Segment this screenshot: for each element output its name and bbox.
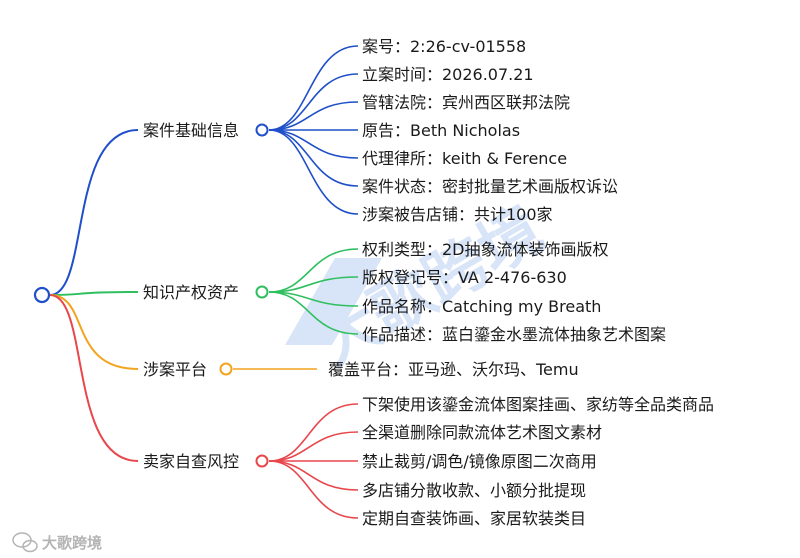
leaf-text: 权利类型：2D抽象流体装饰画版权 (362, 240, 609, 259)
leaf-connector (268, 73, 359, 131)
root-connector (49, 294, 139, 462)
leaf-text: 案件状态：密封批量艺术画版权诉讼 (362, 177, 618, 196)
branch-label: 案件基础信息 (143, 121, 239, 140)
root-connector (49, 294, 139, 370)
branch-node[interactable] (255, 285, 269, 299)
leaf-text: 全渠道删除同款流体艺术图文素材 (362, 423, 602, 442)
leaf-text: 管辖法院：宾州西区联邦法院 (362, 93, 570, 112)
leaf-text: 代理律所：keith & Ference (362, 149, 567, 168)
leaf-connector (268, 276, 359, 293)
leaf-text: 作品名称：Catching my Breath (362, 297, 601, 316)
leaf-connector (268, 431, 359, 462)
leaf-connector (268, 129, 359, 215)
leaf-connector (268, 45, 359, 131)
leaf-text: 多店铺分散收款、小额分批提现 (362, 481, 586, 500)
root-node[interactable] (33, 286, 51, 304)
leaf-text: 定期自查装饰画、家居软装类目 (362, 509, 586, 528)
branch-label: 涉案平台 (143, 360, 207, 379)
branch-group: 涉案平台 覆盖平台：亚马逊、沃尔玛、Temu (49, 294, 579, 379)
leaf-connector (268, 403, 359, 462)
root-connector (49, 129, 139, 296)
leaf-text: 案号：2:26-cv-01558 (362, 37, 526, 56)
leaf-connector (268, 101, 359, 131)
corner-logo-text: 大歌跨境 (42, 534, 102, 552)
leaf-text: 原告：Beth Nicholas (362, 121, 520, 140)
branch-node[interactable] (219, 362, 233, 376)
leaf-text: 版权登记号：VA 2-476-630 (362, 268, 567, 287)
branch-node[interactable] (255, 123, 269, 137)
branch-label: 卖家自查风控 (143, 452, 239, 471)
branch-group: 案件基础信息 案号：2:26-cv-01558 立案时间：2026.07.21 管辖法… (49, 37, 618, 296)
branch-group: 卖家自查风控 下架使用该鎏金流体图案挂画、家纺等全品类商品全渠道删除同款流体艺术图… (49, 294, 714, 528)
leaf-connector (268, 460, 359, 519)
leaf-text: 下架使用该鎏金流体图案挂画、家纺等全品类商品 (362, 395, 714, 414)
wechat-icon-bubble (22, 539, 38, 553)
leaf-connector (268, 291, 359, 335)
leaf-text: 禁止裁剪/调色/镜像原图二次商用 (362, 452, 597, 471)
root-connector (49, 291, 139, 296)
leaf-connector (268, 248, 359, 293)
branch-node[interactable] (255, 454, 269, 468)
leaf-text: 立案时间：2026.07.21 (362, 65, 534, 84)
watermark-logo-shape (285, 258, 382, 345)
corner-logo: 大歌跨境 (12, 532, 102, 553)
leaf-text: 涉案被告店铺：共计100家 (362, 205, 553, 224)
leaf-text: 覆盖平台：亚马逊、沃尔玛、Temu (328, 360, 579, 379)
leaf-connector (268, 460, 359, 491)
leaf-text: 作品描述：蓝白鎏金水墨流体抽象艺术图案 (362, 325, 666, 344)
leaf-connector (268, 291, 359, 307)
branch-label: 知识产权资产 (143, 283, 239, 302)
